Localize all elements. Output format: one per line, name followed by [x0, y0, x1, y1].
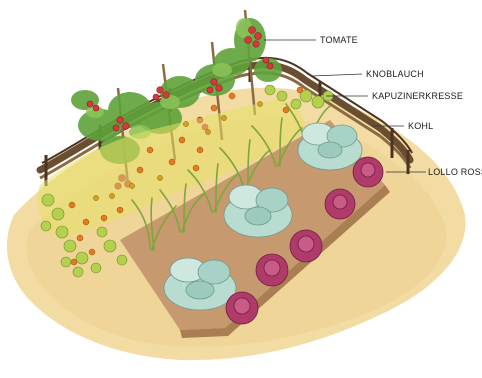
label-garlic: KNOBLAUCH — [366, 69, 424, 79]
label-tomato: TOMATE — [320, 35, 358, 45]
label-cabbage: KOHL — [408, 121, 433, 131]
label-nasturtium: KAPUZINERKRESSE — [372, 91, 463, 101]
label-lollo-rosso: LOLLO ROSSO — [428, 167, 482, 177]
